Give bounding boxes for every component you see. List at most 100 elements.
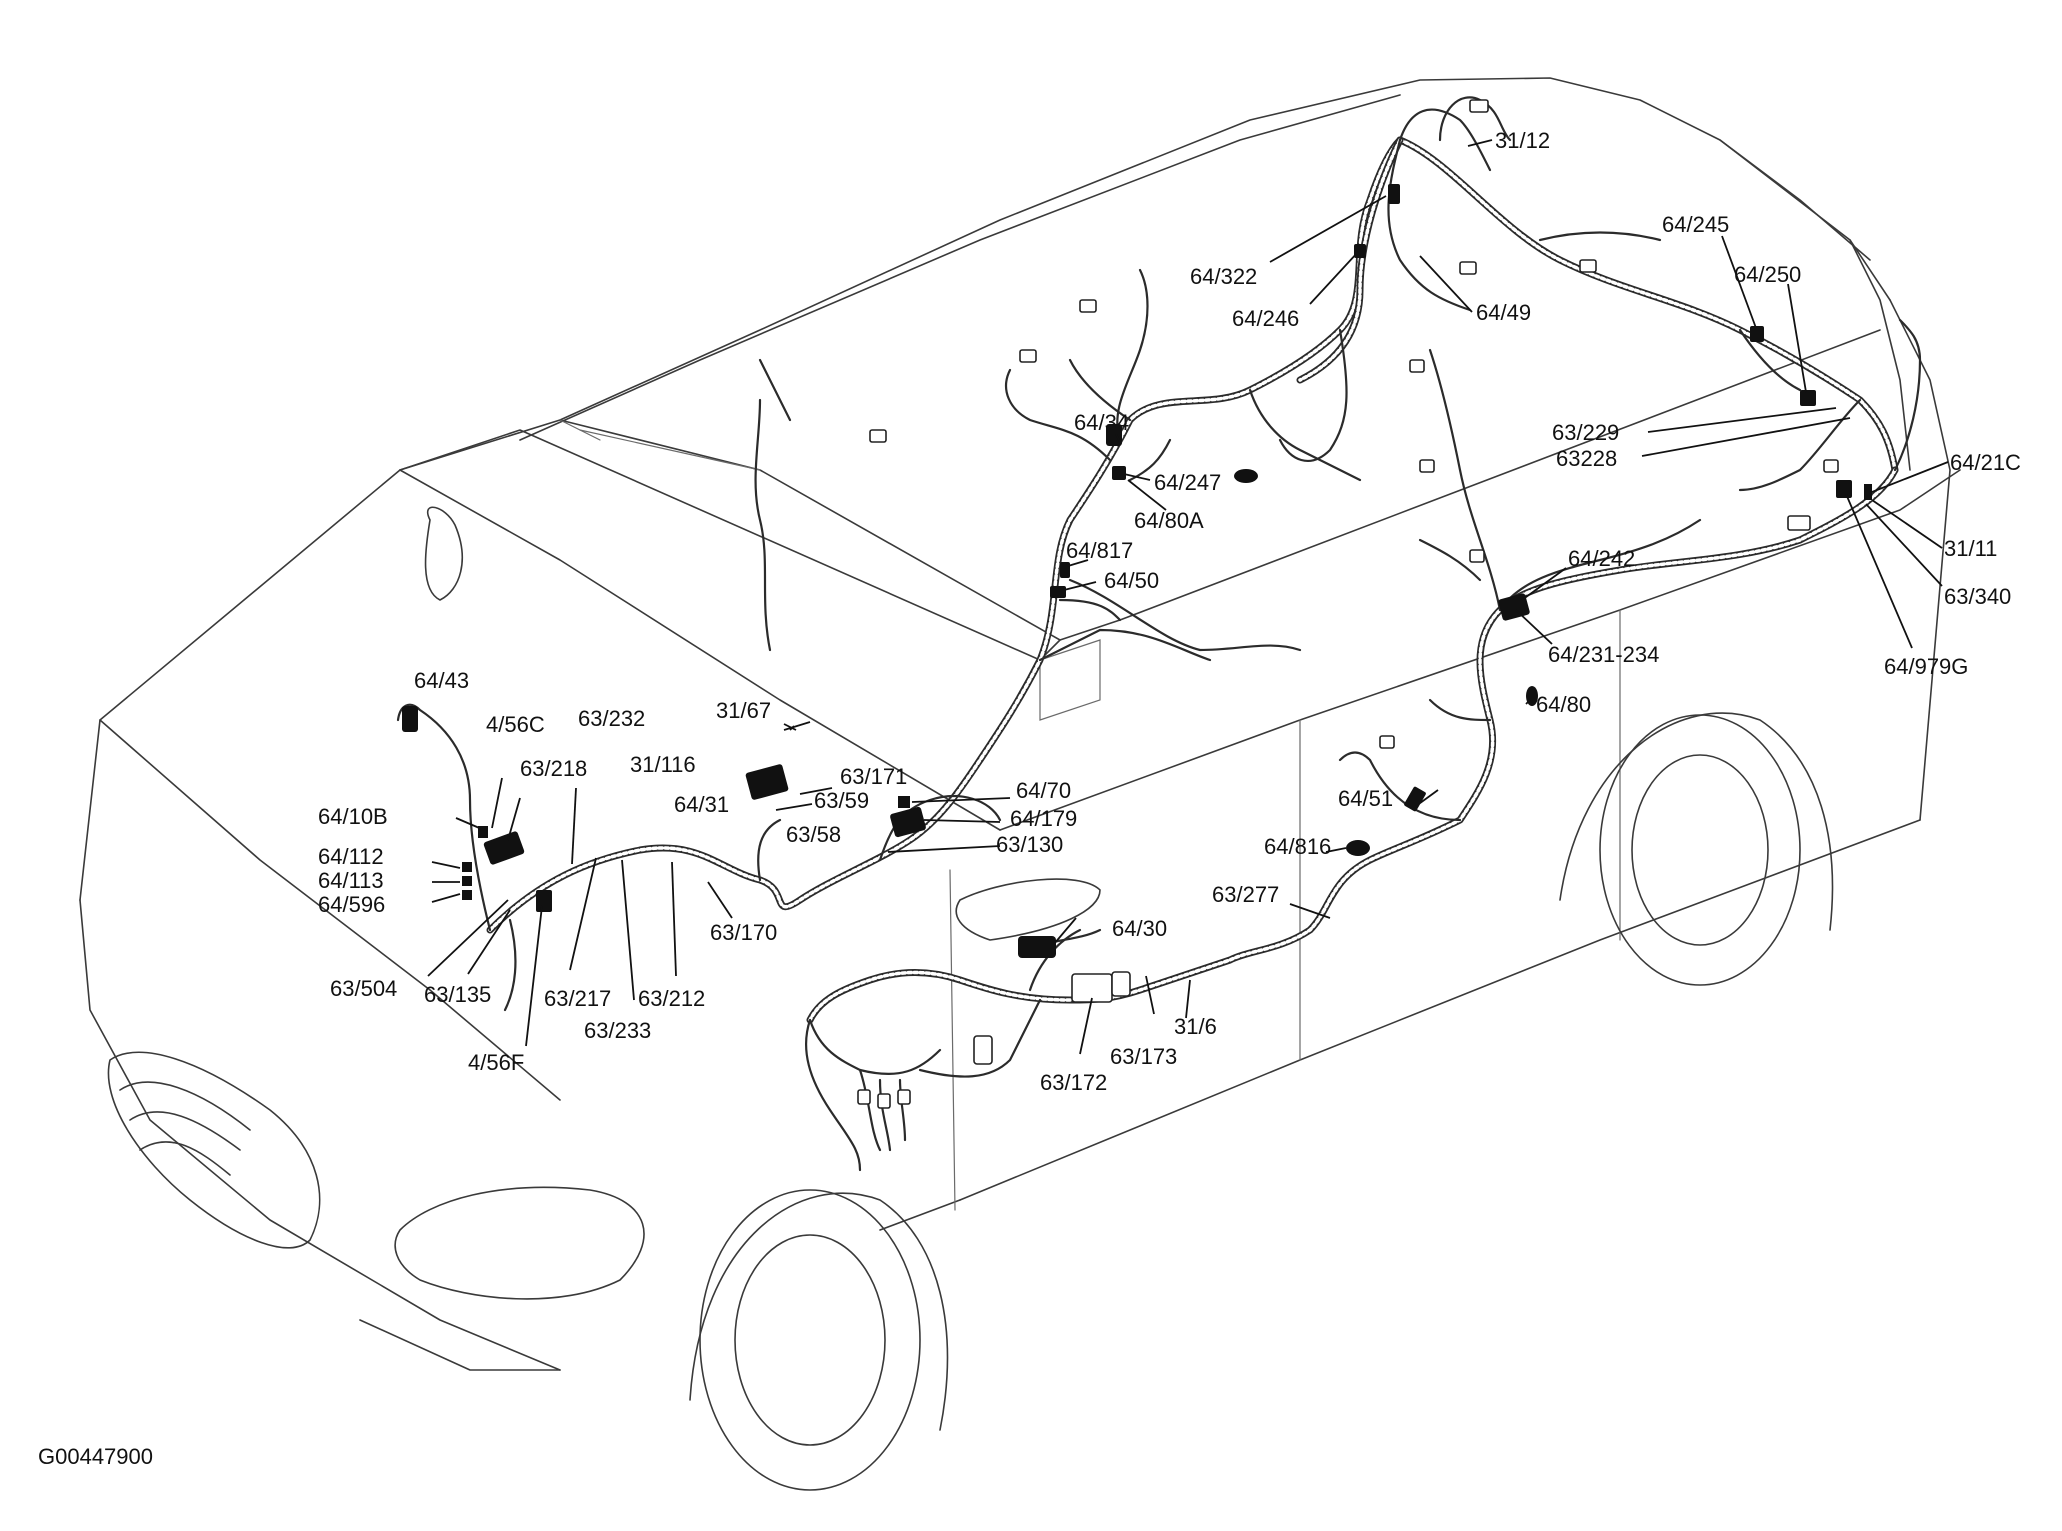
label-64-231-234: 64/231-234: [1548, 642, 1659, 667]
label-63-130: 63/130: [996, 832, 1063, 857]
connector-64-112: [462, 862, 472, 872]
label-64-49: 64/49: [1476, 300, 1531, 325]
connector-4-56c: [483, 831, 525, 865]
label-64-112: 64/112: [318, 844, 384, 869]
connector-64-817: [1060, 562, 1070, 578]
label-31-116: 31/116: [630, 752, 696, 777]
label-63-232: 63/232: [578, 706, 645, 731]
leader-lines: [427, 139, 1949, 1055]
label-63-217: 63/217: [544, 986, 611, 1011]
label-63-171: 63/171: [840, 764, 907, 789]
label-63-340: 63/340: [1944, 584, 2011, 609]
connector-pillar-1: [1409, 359, 1425, 373]
label-64-50: 64/50: [1104, 568, 1159, 593]
connector-roof-2: [1459, 261, 1477, 275]
connector-64-31: [745, 764, 789, 800]
connector-64-250: [1800, 390, 1816, 406]
label-63-277: 63/277: [1212, 882, 1279, 907]
label-64-51: 64/51: [1338, 786, 1393, 811]
label-64-113: 64/113: [318, 868, 384, 893]
label-63-170: 63/170: [710, 920, 777, 945]
connector-64-50: [1050, 586, 1066, 598]
label-31-12: 31/12: [1495, 128, 1550, 153]
connector-64-979g: [1836, 480, 1852, 498]
connector-64-70: [898, 796, 910, 808]
label-4-56f: 4/56F: [468, 1050, 524, 1075]
label-64-817: 64/817: [1066, 538, 1133, 563]
label-64-21c: 64/21C: [1950, 450, 2021, 475]
label-63-173: 63/173: [1110, 1044, 1177, 1069]
connector-64-113: [462, 876, 472, 886]
connector-64-80a: [1112, 466, 1126, 480]
connector-64-245: [1750, 326, 1764, 342]
connector-sill-1: [857, 1089, 871, 1105]
connector-footwell: [973, 1035, 993, 1065]
connectors: [402, 99, 1872, 1109]
connector-roof-3: [1579, 259, 1597, 273]
connector-sill-2: [877, 1093, 891, 1109]
label-63-233: 63/233: [584, 1018, 651, 1043]
connector-64-43: [402, 706, 418, 732]
connector-rear-2: [1823, 459, 1839, 473]
callout-labels: 31/12 64/322 64/246 64/49 64/245 64/250 …: [318, 128, 2021, 1095]
label-64-179: 64/179: [1010, 806, 1077, 831]
label-31-67: 31/67: [716, 698, 771, 723]
connector-64-34: [1106, 424, 1122, 446]
connector-64-247: [1234, 469, 1258, 483]
connector-64-51: [1404, 786, 1426, 812]
label-31-6: 31/6: [1174, 1014, 1217, 1039]
label-63-58: 63/58: [786, 822, 841, 847]
connector-pillar-2: [1419, 459, 1435, 473]
label-64-31: 64/31: [674, 792, 729, 817]
connector-door-1: [1379, 735, 1395, 749]
connector-64-179: [890, 806, 926, 838]
label-63228: 63228: [1556, 446, 1617, 471]
label-63-229: 63/229: [1552, 420, 1619, 445]
label-64-80a: 64/80A: [1134, 508, 1204, 533]
label-64-322: 64/322: [1190, 264, 1257, 289]
label-63-504: 63/504: [330, 976, 397, 1001]
label-64-246: 64/246: [1232, 306, 1299, 331]
connector-64-10b: [478, 826, 488, 838]
figure-code: G00447900: [38, 1444, 153, 1469]
connector-dash-2: [1079, 299, 1097, 313]
connector-63-173: [1111, 971, 1131, 997]
connector-sill-3: [897, 1089, 911, 1105]
connector-64-30: [1018, 936, 1056, 958]
connector-door-2: [1469, 549, 1485, 563]
label-64-70: 64/70: [1016, 778, 1071, 803]
label-63-135: 63/135: [424, 982, 491, 1007]
branch-wires: [396, 96, 1922, 1172]
connector-64-21c: [1864, 484, 1872, 500]
label-64-250: 64/250: [1734, 262, 1801, 287]
label-64-596: 64/596: [318, 892, 385, 917]
connector-rear-1: [1787, 515, 1811, 531]
label-63-172: 63/172: [1040, 1070, 1107, 1095]
connector-dash-3: [869, 429, 887, 443]
label-64-80: 64/80: [1536, 692, 1591, 717]
label-63-59: 63/59: [814, 788, 869, 813]
connector-64-246: [1354, 244, 1366, 258]
label-64-245: 64/245: [1662, 212, 1729, 237]
label-4-56c: 4/56C: [486, 712, 545, 737]
connector-4-56f: [536, 890, 552, 912]
label-64-247: 64/247: [1154, 470, 1221, 495]
label-64-30: 64/30: [1112, 916, 1167, 941]
connector-64-816: [1346, 840, 1370, 856]
label-64-34: 64/34: [1074, 410, 1129, 435]
label-63-212: 63/212: [638, 986, 705, 1011]
connector-64-322: [1388, 184, 1400, 204]
label-64-43: 64/43: [414, 668, 469, 693]
connector-dash-1: [1019, 349, 1037, 363]
connector-63-172: [1071, 973, 1113, 1003]
connector-64-596: [462, 890, 472, 900]
connector-64-231-234: [1498, 593, 1530, 621]
label-64-242: 64/242: [1568, 546, 1635, 571]
car-body-outline: [79, 77, 1961, 1491]
label-64-816: 64/816: [1264, 834, 1331, 859]
label-63-218: 63/218: [520, 756, 587, 781]
label-64-979g: 64/979G: [1884, 654, 1968, 679]
label-64-10b: 64/10B: [318, 804, 388, 829]
connector-roof-1: [1469, 99, 1489, 113]
